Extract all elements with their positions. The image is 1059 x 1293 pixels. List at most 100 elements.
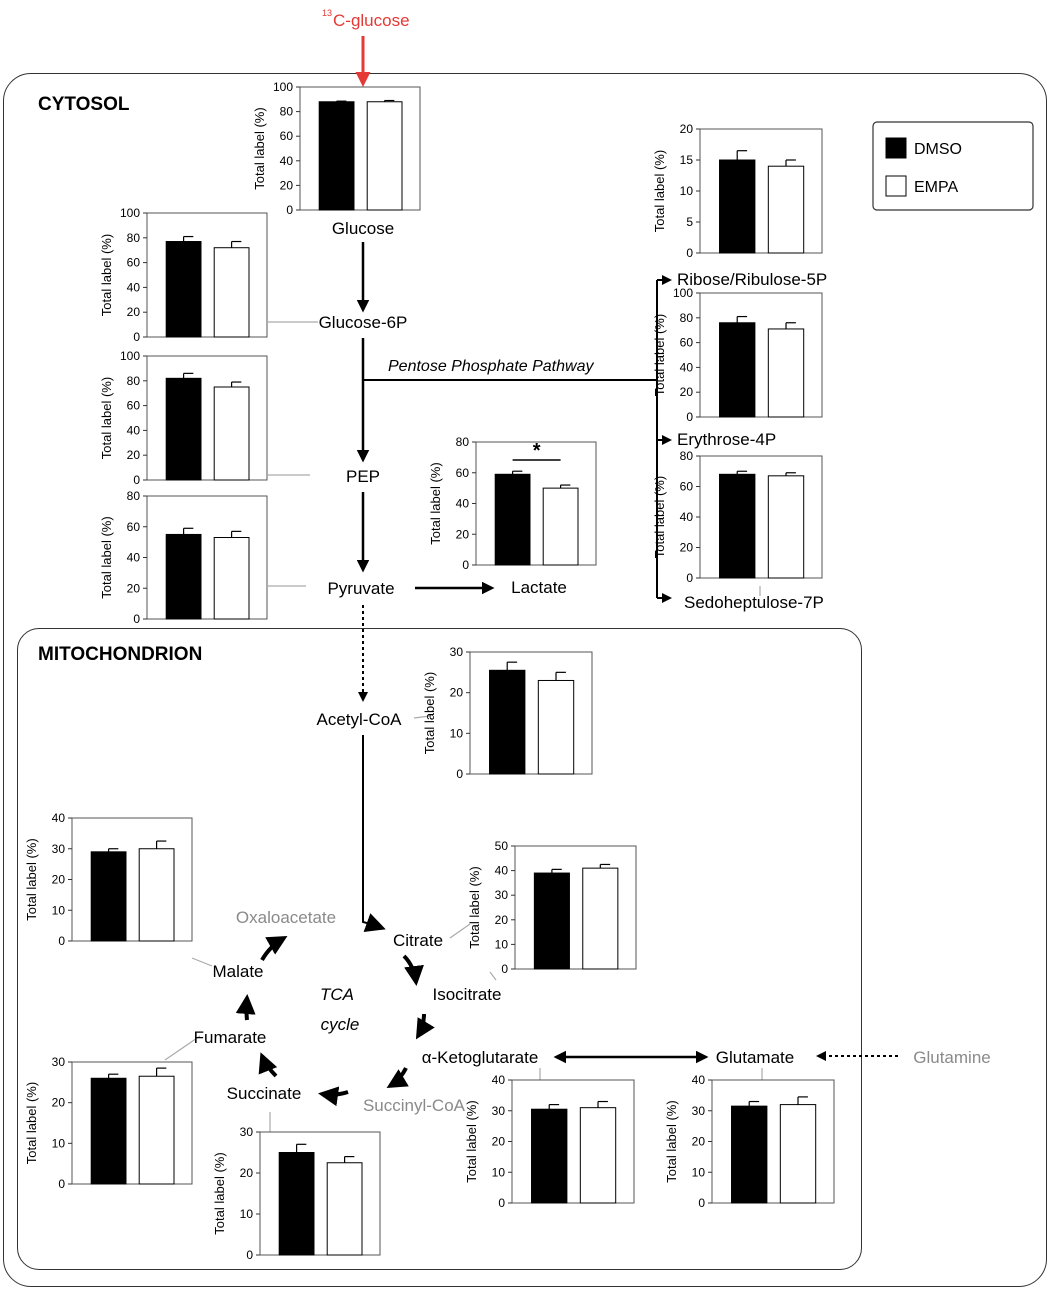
y-tick-label: 80 (680, 311, 694, 325)
legend: DMSO EMPA (872, 121, 1034, 211)
y-tick-label: 100 (673, 286, 693, 300)
y-tick-label: 80 (127, 231, 141, 245)
tca-arrow-isocitrate-akg (415, 1013, 435, 1040)
y-tick-label: 10 (692, 1165, 706, 1179)
bar-empa (537, 679, 575, 775)
bar-dmso (165, 377, 202, 481)
tca-label-line1: TCA (320, 985, 354, 1004)
y-tick-label: 100 (120, 349, 140, 363)
y-tick-label: 20 (680, 385, 694, 399)
bar-dmso (318, 101, 355, 211)
y-tick-label: 0 (133, 473, 140, 487)
arrow-into-citrate (363, 913, 386, 933)
bar-dmso (719, 473, 756, 579)
y-tick-label: 20 (127, 448, 141, 462)
y-tick-label: 40 (127, 551, 141, 565)
bar-empa (779, 1104, 817, 1204)
bar-empa (767, 475, 805, 579)
y-tick-label: 30 (52, 1055, 66, 1069)
bar-dmso (90, 851, 127, 942)
y-tick-label: 10 (240, 1207, 254, 1221)
y-tick-label: 0 (686, 246, 693, 260)
y-tick-label: 80 (680, 449, 694, 463)
y-tick-label: 30 (495, 888, 509, 902)
y-axis-label: Total label (%) (24, 1082, 39, 1164)
significance-star: * (533, 440, 541, 462)
y-tick-label: 20 (680, 122, 694, 136)
metabolite-succinyl-coa: Succinyl-CoA (363, 1096, 466, 1115)
y-tick-label: 20 (450, 686, 464, 700)
bar-empa (213, 386, 250, 481)
metabolite-oxaloacetate: Oxaloacetate (236, 908, 336, 927)
legend-label-empa: EMPA (914, 179, 958, 196)
y-tick-label: 80 (280, 105, 294, 119)
y-tick-label: 60 (127, 520, 141, 534)
bar-empa (366, 101, 403, 211)
bar-empa (579, 1107, 617, 1204)
y-axis-label: Total label (%) (467, 866, 482, 948)
metabolite-erythrose-4p: Erythrose-4P (677, 430, 776, 449)
y-tick-label: 0 (501, 962, 508, 976)
metabolite-pep: PEP (346, 467, 380, 486)
bar-empa (213, 247, 250, 338)
y-tick-label: 40 (492, 1073, 506, 1087)
y-tick-label: 0 (286, 203, 293, 217)
y-tick-label: 0 (686, 571, 693, 585)
bar-empa (767, 328, 805, 418)
y-tick-label: 40 (680, 360, 694, 374)
y-tick-label: 0 (58, 934, 65, 948)
y-axis-label: Total label (%) (664, 1100, 679, 1182)
y-tick-label: 20 (127, 305, 141, 319)
metabolite-isocitrate: Isocitrate (433, 985, 502, 1004)
y-tick-label: 20 (52, 1096, 66, 1110)
y-tick-label: 40 (495, 864, 509, 878)
y-tick-label: 10 (680, 184, 694, 198)
y-tick-label: 20 (456, 527, 470, 541)
bar-empa (138, 848, 175, 942)
metabolite-sedoheptulose-7p: Sedoheptulose-7P (684, 593, 824, 612)
bar-dmso (90, 1077, 127, 1185)
y-tick-label: 10 (492, 1165, 506, 1179)
y-tick-label: 20 (692, 1135, 706, 1149)
y-tick-label: 60 (456, 466, 470, 480)
y-tick-label: 0 (133, 330, 140, 344)
y-tick-label: 20 (280, 178, 294, 192)
y-tick-label: 5 (686, 215, 693, 229)
metabolite-glucose-6p: Glucose-6P (319, 313, 408, 332)
tracer-superscript: 13 (322, 8, 332, 18)
metabolite-acetyl-coa: Acetyl-CoA (316, 710, 402, 729)
y-tick-label: 60 (680, 480, 694, 494)
y-axis-label: Total label (%) (422, 672, 437, 754)
y-tick-label: 20 (127, 581, 141, 595)
y-tick-label: 100 (120, 206, 140, 220)
y-tick-label: 40 (456, 497, 470, 511)
y-tick-label: 10 (52, 903, 66, 917)
arrow-acetylcoa-citrate (362, 735, 379, 927)
y-tick-label: 0 (498, 1196, 505, 1210)
y-tick-label: 30 (52, 842, 66, 856)
cytosol-title: CYTOSOL (38, 94, 130, 115)
y-tick-label: 20 (495, 913, 509, 927)
y-tick-label: 40 (280, 154, 294, 168)
y-axis-label: Total label (%) (99, 516, 114, 598)
bar-dmso (533, 872, 570, 970)
legend-box (872, 121, 1034, 211)
y-tick-label: 15 (680, 153, 694, 167)
bar-dmso (494, 473, 531, 566)
tca-label-line2: cycle (321, 1015, 360, 1034)
y-axis-label: Total label (%) (252, 107, 267, 189)
y-tick-label: 30 (450, 645, 464, 659)
ppp-label: Pentose Phosphate Pathway (388, 358, 594, 375)
